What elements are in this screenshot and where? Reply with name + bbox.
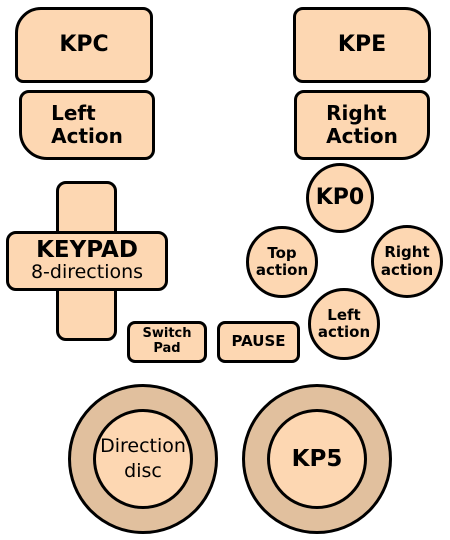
right-action-small-label-line1: Right (384, 243, 430, 262)
right-action-small-button[interactable]: Right action (371, 225, 443, 298)
right-action-small-label-line2: action (380, 260, 434, 279)
keypad-subtitle: 8-directions (30, 261, 144, 284)
kp0-label: KP0 (315, 185, 365, 211)
kpe-button[interactable]: KPE (293, 7, 431, 83)
switch-pad-label-line2: Pad (153, 341, 181, 356)
kpe-label: KPE (337, 32, 387, 58)
right-action-label-line2: Action (326, 124, 398, 148)
direction-disc-label-line2: disc (124, 460, 162, 482)
switch-pad-label-line1: Switch (142, 326, 192, 342)
left-action-label-line2: Action (51, 124, 123, 148)
switch-pad-button[interactable]: Switch Pad (127, 321, 207, 363)
direction-disc-label-line1: Direction (100, 435, 186, 458)
pause-label: PAUSE (231, 332, 286, 351)
kp5-disc[interactable]: KP5 (242, 384, 392, 534)
left-action-label-line1: Left (51, 101, 96, 125)
direction-disc[interactable]: Direction disc (68, 384, 218, 534)
top-action-label-line2: action (255, 261, 309, 279)
left-action-small-label-line1: Left (327, 305, 361, 324)
keypad-dpad[interactable]: KEYPAD 8-directions (6, 181, 168, 341)
kp5-label: KP5 (291, 445, 343, 472)
kp5-inner[interactable]: KP5 (267, 409, 367, 509)
left-action-small-button[interactable]: Left action (308, 288, 380, 360)
kp0-button[interactable]: KP0 (306, 163, 374, 233)
right-action-label-line1: Right (326, 101, 387, 125)
right-action-button[interactable]: Right Action (294, 90, 430, 160)
left-action-small-label-line2: action (317, 323, 371, 341)
pause-button[interactable]: PAUSE (217, 321, 300, 363)
top-action-label-line1: Top (267, 243, 297, 262)
kpc-button[interactable]: KPC (15, 7, 153, 83)
direction-disc-inner[interactable]: Direction disc (93, 409, 193, 509)
keypad-title: KEYPAD (36, 237, 138, 264)
top-action-button[interactable]: Top action (246, 226, 318, 298)
left-action-button[interactable]: Left Action (19, 90, 155, 160)
kpc-label: KPC (59, 32, 109, 58)
